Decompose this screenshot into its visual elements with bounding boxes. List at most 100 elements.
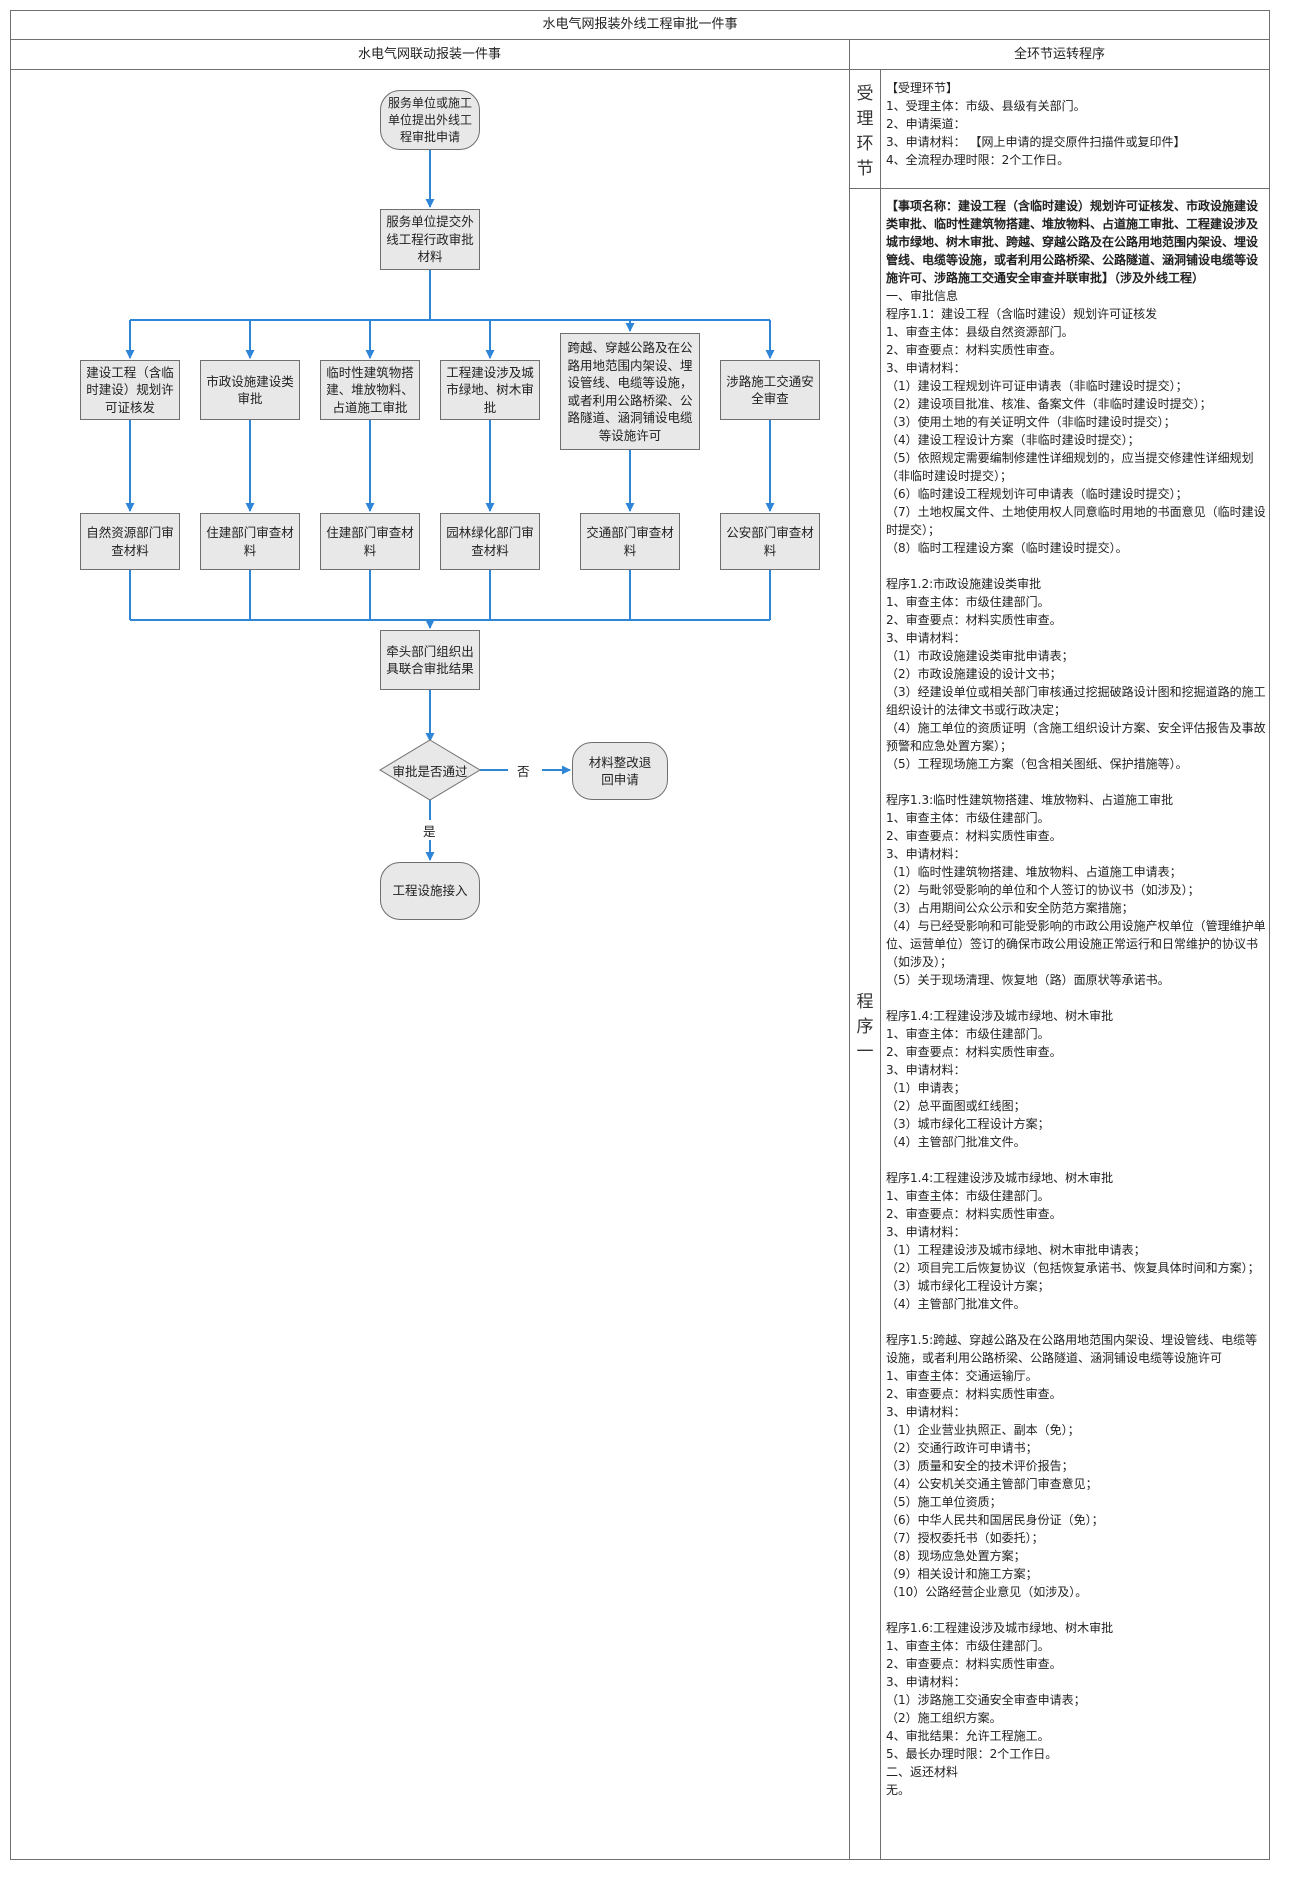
title-row-divider bbox=[10, 39, 1270, 40]
procedure-line: （3）城市绿化工程设计方案； bbox=[886, 1279, 1050, 1293]
flow-end-node: 工程设施接入 bbox=[380, 862, 480, 920]
procedure-line: （4）建设工程设计方案（非临时建设时提交）； bbox=[886, 433, 1140, 447]
procedure-line: （1）市政设施建设类审批申请表； bbox=[886, 649, 1074, 663]
procedure-line: 2、审查要点：材料实质性审查。 bbox=[886, 1045, 1062, 1059]
flow-branch-node: 市政设施建设类审批 bbox=[200, 360, 300, 420]
accept-line: 【受理环节】 bbox=[886, 81, 959, 95]
procedure-line: 1、审查主体：市级住建部门。 bbox=[886, 1189, 1050, 1203]
procedure-line: （2）与毗邻受影响的单位和个人签订的协议书（如涉及）； bbox=[886, 883, 1200, 897]
accept-line: 3、申请材料： 【网上申请的提交原件扫描件或复印件】 bbox=[886, 135, 1186, 149]
procedure-line: 5、最长办理时限：2个工作日。 bbox=[886, 1747, 1058, 1761]
procedure-line: 3、申请材料： bbox=[886, 1405, 966, 1419]
procedure-line: 二、返还材料 bbox=[886, 1765, 959, 1779]
procedure-line: （2）项目完工后恢复协议（包括恢复承诺书、恢复具体时间和方案）； bbox=[886, 1261, 1260, 1275]
procedure-line: 程序1.5:跨越、穿越公路及在公路用地范围内架设、埋设管线、电缆等设施，或者利用… bbox=[886, 1333, 1258, 1365]
stage-divider bbox=[880, 69, 881, 1860]
procedure-line: 程序1.4:工程建设涉及城市绿地、树木审批 bbox=[886, 1171, 1114, 1185]
flow-review-node: 交通部门审查材料 bbox=[580, 513, 680, 570]
left-column-header: 水电气网联动报装一件事 bbox=[357, 47, 501, 62]
flow-start-node: 服务单位或施工单位提出外线工程审批申请 bbox=[380, 90, 480, 150]
procedure-line: （5）工程现场施工方案（包含相关图纸、保护措施等）。 bbox=[886, 757, 1188, 771]
flow-review-node: 园林绿化部门审查材料 bbox=[440, 513, 540, 570]
procedure-line: 3、申请材料： bbox=[886, 1675, 966, 1689]
flow-branch-node: 涉路施工交通安全审查 bbox=[720, 360, 820, 420]
flow-review-node: 住建部门审查材料 bbox=[200, 513, 300, 570]
procedure-line: 1、审查主体：县级自然资源部门。 bbox=[886, 325, 1074, 339]
procedure-line: （7）授权委托书（如委托）； bbox=[886, 1531, 1044, 1545]
stage-procedure-one-label: 程序一 bbox=[856, 992, 874, 1062]
procedure-line: （2）建设项目批准、核准、备案文件（非临时建设时提交）； bbox=[886, 397, 1212, 411]
procedure-line: （1）涉路施工交通安全审查申请表； bbox=[886, 1693, 1086, 1707]
procedure-line: 1、审查主体：市级住建部门。 bbox=[886, 1027, 1050, 1041]
procedure-line bbox=[886, 1601, 1269, 1619]
flow-branch-node: 跨越、穿越公路及在公路用地范围内架设、埋设管线、电缆等设施，或者利用公路桥梁、公… bbox=[560, 333, 700, 450]
procedure-line: 3、申请材料： bbox=[886, 1225, 966, 1239]
procedure-line: （1）建设工程规划许可证申请表（非临时建设时提交）； bbox=[886, 379, 1188, 393]
procedure-line: （4）主管部门批准文件。 bbox=[886, 1135, 1026, 1149]
procedure-line: 程序1.6:工程建设涉及城市绿地、树木审批 bbox=[886, 1621, 1114, 1635]
procedure-line bbox=[886, 557, 1269, 575]
procedure-line: 程序1.2:市政设施建设类审批 bbox=[886, 577, 1042, 591]
procedure-line: 1、审查主体：交通运输厅。 bbox=[886, 1369, 1038, 1383]
procedure-line: （8）临时工程建设方案（临时建设时提交）。 bbox=[886, 541, 1128, 555]
procedure-line: 3、申请材料： bbox=[886, 1063, 966, 1077]
accept-line: 2、申请渠道： bbox=[886, 117, 966, 131]
accept-panel: 【受理环节】 1、受理主体：市级、县级有关部门。 2、申请渠道： 3、申请材料：… bbox=[886, 79, 1269, 169]
procedure-line: 2、审查要点：材料实质性审查。 bbox=[886, 1207, 1062, 1221]
procedure-line: 程序1.4:工程建设涉及城市绿地、树木审批 bbox=[886, 1009, 1114, 1023]
procedure-line: 2、审查要点：材料实质性审查。 bbox=[886, 1387, 1062, 1401]
procedure-line: 一、审批信息 bbox=[886, 289, 959, 303]
procedure-line: （1）申请表； bbox=[886, 1081, 966, 1095]
procedure-line: （1）临时性建筑物搭建、堆放物料、占道施工申请表； bbox=[886, 865, 1182, 879]
procedure-line: （4）主管部门批准文件。 bbox=[886, 1297, 1026, 1311]
procedure-line: 程序1.1：建设工程（含临时建设）规划许可证核发 bbox=[886, 307, 1158, 321]
procedure-line bbox=[886, 1151, 1269, 1169]
header-row-divider bbox=[10, 69, 1270, 70]
procedure-line: 2、审查要点：材料实质性审查。 bbox=[886, 1657, 1062, 1671]
procedure-line: （10）公路经营企业意见（如涉及）。 bbox=[886, 1585, 1088, 1599]
procedure-line: 【事项名称：建设工程（含临时建设）规划许可证核发、市政设施建设类审批、临时性建筑… bbox=[886, 199, 1259, 285]
procedure-line: 4、审批结果：允许工程施工。 bbox=[886, 1729, 1050, 1743]
procedure-line: 3、申请材料： bbox=[886, 847, 966, 861]
table-frame bbox=[10, 10, 1270, 1860]
flow-decision-text: 审批是否通过 bbox=[392, 764, 468, 779]
procedure-line: （2）市政设施建设的设计文书； bbox=[886, 667, 1062, 681]
flow-review-node: 自然资源部门审查材料 bbox=[80, 513, 180, 570]
procedure-line: 2、审查要点：材料实质性审查。 bbox=[886, 829, 1062, 843]
flow-branch-node: 建设工程（含临时建设）规划许可证核发 bbox=[80, 360, 180, 420]
accept-line: 1、受理主体：市级、县级有关部门。 bbox=[886, 99, 1086, 113]
procedure-line: （6）临时建设工程规划许可申请表（临时建设时提交）； bbox=[886, 487, 1188, 501]
procedure-line: （5）施工单位资质； bbox=[886, 1495, 1002, 1509]
procedure-line: 3、申请材料： bbox=[886, 361, 966, 375]
procedure-line: 2、审查要点：材料实质性审查。 bbox=[886, 613, 1062, 627]
column-divider bbox=[849, 39, 850, 1860]
procedure-line: （7）土地权属文件、土地使用权人同意临时用地的书面意见（临时建设时提交）； bbox=[886, 505, 1266, 537]
flow-no-label: 否 bbox=[517, 764, 530, 779]
flow-branch-node: 工程建设涉及城市绿地、树木审批 bbox=[440, 360, 540, 420]
procedure-line bbox=[886, 773, 1269, 791]
procedure-line: （8）现场应急处置方案； bbox=[886, 1549, 1026, 1563]
procedure-line: 3、申请材料： bbox=[886, 631, 966, 645]
procedure-line: （1）工程建设涉及城市绿地、树木审批申请表； bbox=[886, 1243, 1146, 1257]
flow-submit-node: 服务单位提交外线工程行政审批材料 bbox=[380, 209, 480, 270]
flow-joint-node: 牵头部门组织出具联合审批结果 bbox=[380, 630, 480, 690]
procedure-line: 2、审查要点：材料实质性审查。 bbox=[886, 343, 1062, 357]
procedure-line: （4）与已经受影响和可能受影响的市政公用设施产权单位（管理维护单位、运营单位）签… bbox=[886, 919, 1266, 969]
flow-reject-node: 材料整改退回申请 bbox=[572, 742, 668, 800]
flow-yes-label: 是 bbox=[423, 824, 436, 839]
procedure-line: 1、审查主体：市级住建部门。 bbox=[886, 811, 1050, 825]
procedure-line: （3）质量和安全的技术评价报告； bbox=[886, 1459, 1074, 1473]
page-title: 水电气网报装外线工程审批一件事 bbox=[542, 17, 738, 32]
procedure-line: （4）公安机关交通主管部门审查意见； bbox=[886, 1477, 1098, 1491]
procedure-line: 1、审查主体：市级住建部门。 bbox=[886, 1639, 1050, 1653]
flow-review-node: 住建部门审查材料 bbox=[320, 513, 420, 570]
procedure-line: （2）总平面图或红线图； bbox=[886, 1099, 1026, 1113]
procedure-line: （6）中华人民共和国居民身份证（免）； bbox=[886, 1513, 1104, 1527]
procedure-line bbox=[886, 1313, 1269, 1331]
procedure-line bbox=[886, 989, 1269, 1007]
procedure-line: 1、审查主体：市级住建部门。 bbox=[886, 595, 1050, 609]
procedure-line: （3）占用期间公众公示和安全防范方案措施； bbox=[886, 901, 1134, 915]
stage-accept-label: 受理环节 bbox=[856, 84, 874, 179]
procedure-line: （3）经建设单位或相关部门审核通过挖掘破路设计图和挖掘道路的施工组织设计的法律文… bbox=[886, 685, 1266, 717]
procedure-line: （2）交通行政许可申请书； bbox=[886, 1441, 1038, 1455]
